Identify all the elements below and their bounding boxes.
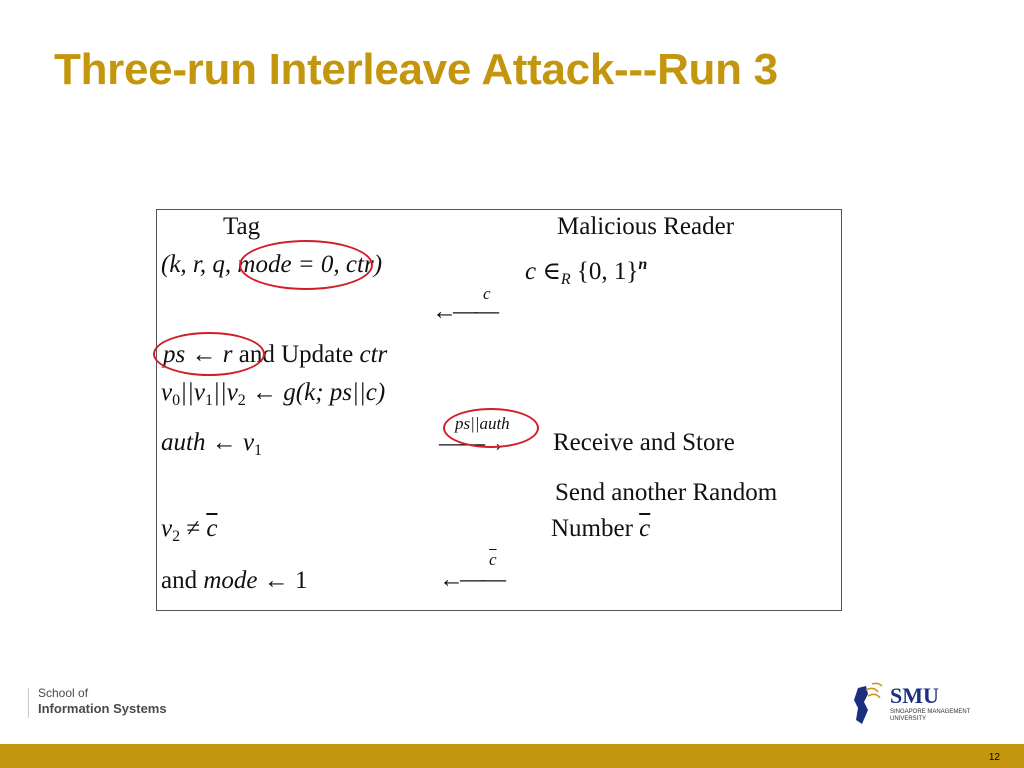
prf-call: g(k; ps||c) xyxy=(283,379,386,406)
footer-divider xyxy=(28,688,29,718)
auth-assignment: auth ← v1 xyxy=(161,428,262,466)
reader-challenge: c ∈R {0, 1}n xyxy=(525,250,647,295)
bottom-bar xyxy=(0,744,1024,768)
mode-assign: ← 1 xyxy=(257,567,308,594)
sub-0: 0 xyxy=(172,392,181,409)
arrow-right-2: ——→ xyxy=(439,430,506,457)
v-symbol: ||v xyxy=(212,379,238,406)
arrow-left-3: ←—— xyxy=(439,566,506,593)
neq: ≠ xyxy=(180,515,207,542)
reader-n-sup: n xyxy=(638,256,648,273)
mode-var: mode xyxy=(203,567,258,594)
page-number: 12 xyxy=(988,752,1000,763)
school-line1: School of xyxy=(38,686,89,700)
smu-lion-icon xyxy=(854,682,883,724)
v2-check: v2 ≠ c xyxy=(161,514,217,552)
c-bar: c xyxy=(639,515,651,542)
sub-2: 2 xyxy=(237,392,246,409)
slide-title: Three-run Interleave Attack---Run 3 xyxy=(54,45,778,94)
ps-assignment: ps ← r and Update ctr xyxy=(163,340,387,370)
arrow2-label: ps||auth xyxy=(455,414,510,433)
smu-logo: SMU SINGAPORE MANAGEMENT UNIVERSITY xyxy=(852,680,982,728)
arrow1-label: c xyxy=(483,284,491,303)
auth-expr: auth ← v xyxy=(161,429,255,456)
school-line2: Information Systems xyxy=(38,701,167,716)
assign-arrow: ← xyxy=(245,379,284,406)
tag-header: Tag xyxy=(223,213,261,240)
v-symbol: v xyxy=(161,515,173,542)
c-bar: c xyxy=(206,515,218,542)
reader-receive: Receive and Store xyxy=(553,429,735,456)
reader-send: Send another Random xyxy=(555,479,778,506)
tag-state: (k, r, q, mode = 0, ctr) xyxy=(161,250,382,280)
reader-set: {0, 1} xyxy=(570,258,639,285)
sub-1: 1 xyxy=(204,392,213,409)
mode-update: and mode ← 1 xyxy=(161,566,308,596)
v-symbol: ||v xyxy=(180,379,205,406)
reader-R-sub: R xyxy=(560,271,571,288)
protocol-diagram: Tag Malicious Reader (k, r, q, mode = 0,… xyxy=(153,209,842,611)
arrow-left-1: ←—— xyxy=(432,298,499,325)
tag-mode: mode = 0 xyxy=(237,251,334,278)
tag-ctr: , ctr) xyxy=(333,251,383,278)
reader-header: Malicious Reader xyxy=(557,213,735,240)
number-text: Number xyxy=(551,515,640,542)
prf-output: v0||v1||v2 ← g(k; ps||c) xyxy=(161,378,385,416)
v-symbol: v xyxy=(161,379,173,406)
school-label: School of Information Systems xyxy=(38,686,167,717)
logo-sub1: SINGAPORE MANAGEMENT xyxy=(890,709,971,715)
ps-gets-r: ps ← r xyxy=(163,341,233,368)
logo-sub2: UNIVERSITY xyxy=(890,716,927,722)
tag-state-vars: (k, r, q, xyxy=(161,251,238,278)
logo-text: SMU xyxy=(890,683,939,708)
reader-number: Number c xyxy=(551,514,650,544)
and-text: and xyxy=(161,567,204,594)
sub-2: 2 xyxy=(172,528,181,545)
sub-1: 1 xyxy=(254,442,263,459)
arrow3-label: c xyxy=(489,550,497,569)
reader-c: c ∈ xyxy=(525,258,561,285)
update-text: and Update xyxy=(232,341,360,368)
update-ctr: ctr xyxy=(359,341,388,368)
